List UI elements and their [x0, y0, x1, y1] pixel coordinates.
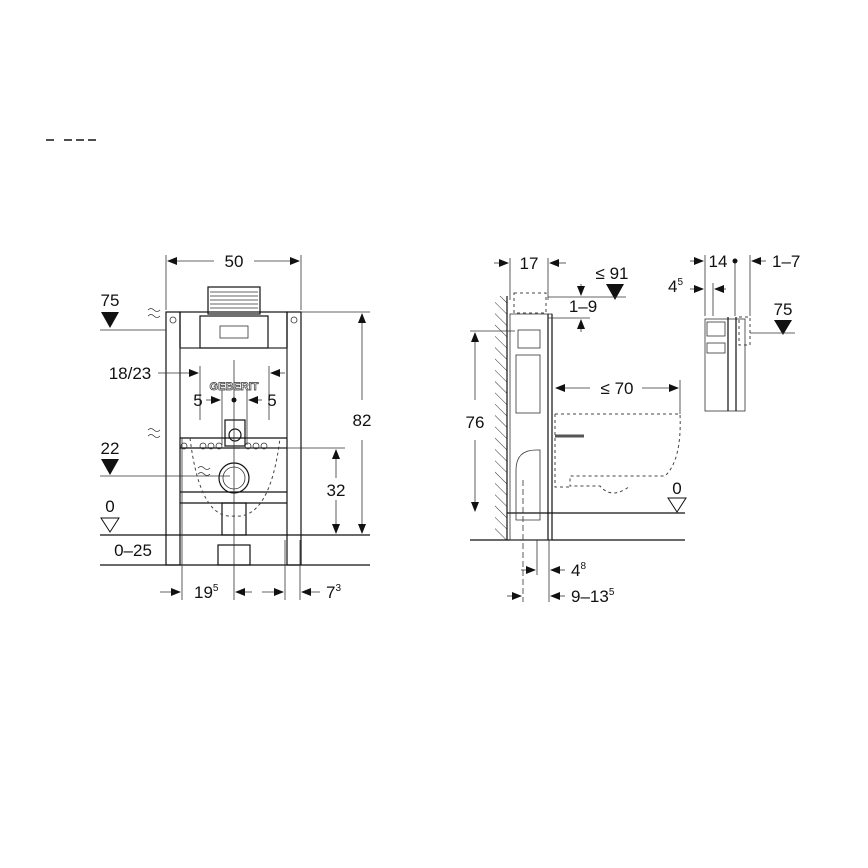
detail-view: 14 1–7 45 75	[668, 252, 800, 412]
side-view: 17 ≤ 91 1–9 76 ≤ 70 0 48 9–135	[466, 254, 687, 606]
dim-offset-right: 5	[267, 391, 276, 410]
dim-total-height: 82	[353, 411, 372, 430]
cistern-top	[207, 286, 261, 315]
dim-water-inlet-height: 22	[101, 439, 120, 458]
dim-detail-depth: 14	[709, 252, 728, 271]
dim-plate-range: 1–7	[772, 252, 800, 271]
frame-right-post	[286, 311, 302, 566]
dim-plate-adjust: 1–9	[569, 297, 597, 316]
dim-flush-plate-width: 18/23	[109, 364, 152, 383]
dim-mount-height: 76	[466, 413, 485, 432]
water-valve	[224, 419, 246, 447]
dim-offset-left: 5	[193, 391, 202, 410]
dim-width: 50	[225, 252, 244, 271]
dim-floor-level: 0	[105, 497, 114, 516]
dim-max-height: ≤ 91	[596, 264, 629, 283]
dim-wall-distance: 9–135	[571, 587, 615, 606]
dim-floor-level-side: 0	[672, 479, 681, 498]
dim-detail-height: 75	[774, 300, 793, 319]
dim-side-offset: 73	[326, 583, 341, 602]
dim-depth: 17	[520, 254, 539, 273]
dim-center-distance: 195	[194, 583, 219, 602]
dim-outlet-height: 32	[327, 481, 346, 500]
dim-max-projection: ≤ 70	[601, 379, 634, 398]
dim-flush-plate-height: 75	[101, 291, 120, 310]
dim-detail-offset: 45	[668, 277, 683, 296]
front-view: GEBERIT 50 75	[100, 252, 371, 602]
dim-floor-adjust: 0–25	[114, 541, 152, 560]
dim-pipe-offset: 48	[571, 561, 586, 580]
frame-left-post	[165, 311, 181, 566]
flush-plate-opening	[199, 315, 269, 349]
